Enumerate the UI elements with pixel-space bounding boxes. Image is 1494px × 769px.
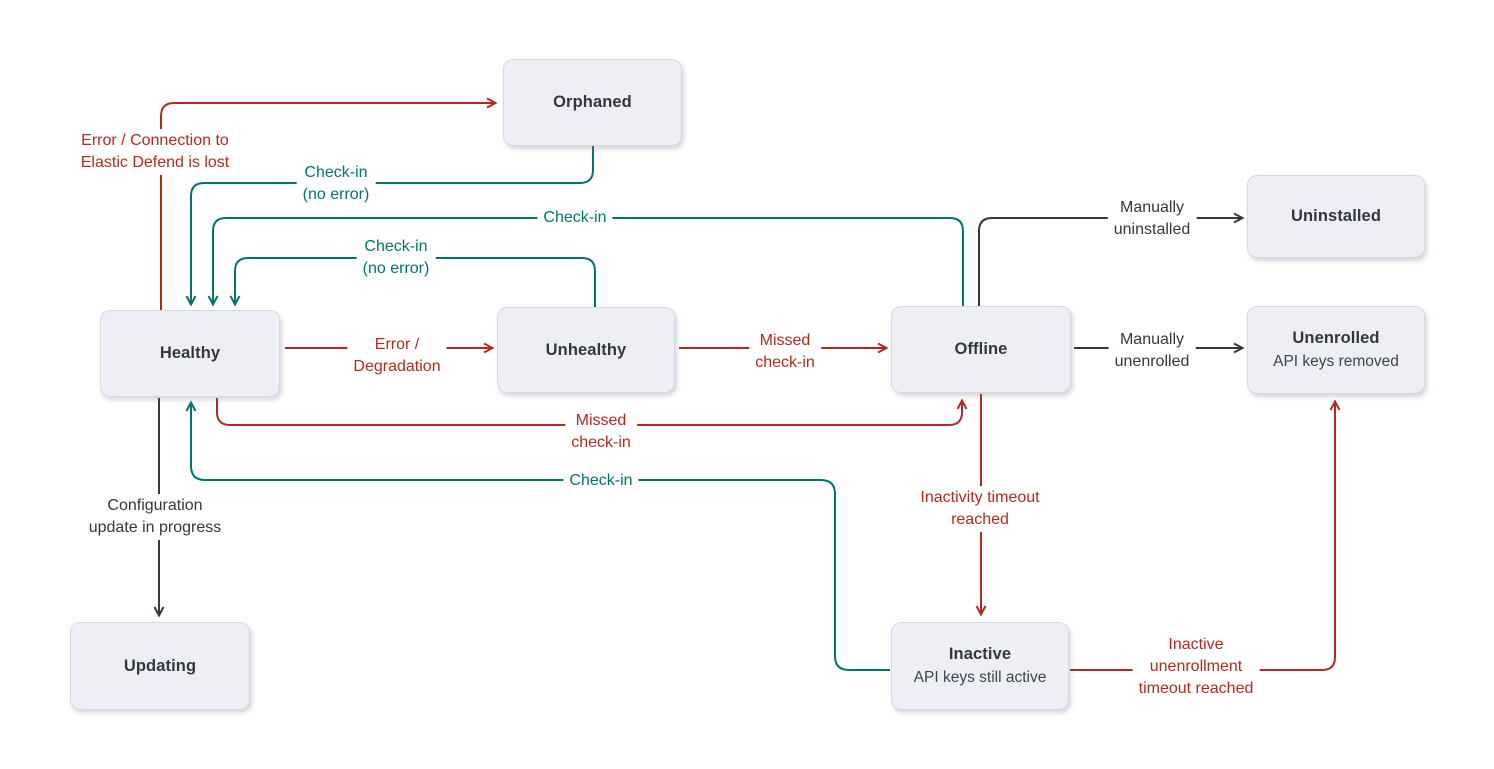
edge-inactive-to-unenrolled	[1070, 399, 1341, 671]
edge-offline-to-healthy	[207, 217, 964, 307]
edge-label-manually-uninstalled: Manually uninstalled	[1107, 196, 1197, 242]
node-inactive-label: Inactive	[948, 645, 1012, 663]
node-healthy-label: Healthy	[159, 344, 221, 362]
node-uninstalled-label: Uninstalled	[1290, 207, 1382, 225]
node-healthy: Healthy	[100, 310, 280, 397]
node-inactive: Inactive API keys still active	[891, 622, 1069, 710]
node-unhealthy: Unhealthy	[497, 307, 675, 393]
edge-label-inactivity-timeout: Inactivity timeout reached	[914, 486, 1046, 532]
node-updating: Updating	[70, 622, 250, 710]
edge-label-checkin-offline: Check-in	[537, 206, 613, 230]
edge-label-inactive-unenrollment: Inactive unenrollment timeout reached	[1132, 633, 1260, 701]
edge-label-error-degradation: Error / Degradation	[347, 333, 447, 379]
node-offline: Offline	[891, 306, 1071, 393]
edge-healthy-to-orphaned	[160, 97, 498, 310]
node-unenrolled: Unenrolled API keys removed	[1247, 306, 1425, 394]
node-unenrolled-label: Unenrolled	[1292, 329, 1380, 347]
edge-label-error-connection: Error / Connection to Elastic Defend is …	[74, 129, 236, 175]
edge-orphaned-to-healthy	[185, 146, 594, 307]
edge-label-checkin-unhealthy: Check-in (no error)	[356, 235, 436, 281]
node-offline-label: Offline	[954, 340, 1008, 358]
edge-label-checkin-orphaned: Check-in (no error)	[296, 161, 376, 207]
node-orphaned: Orphaned	[503, 59, 682, 146]
node-unhealthy-label: Unhealthy	[545, 340, 627, 359]
node-uninstalled: Uninstalled	[1247, 175, 1425, 258]
edge-label-manually-unenrolled: Manually unenrolled	[1108, 328, 1196, 374]
edge-label-checkin-inactive: Check-in	[563, 469, 639, 493]
node-updating-label: Updating	[123, 656, 197, 675]
node-inactive-sublabel: API keys still active	[913, 669, 1047, 686]
edge-label-missed-checkin-top: Missed check-in	[749, 329, 821, 375]
edge-offline-to-uninstalled	[978, 212, 1245, 306]
edge-label-configuration-update: Configuration update in progress	[82, 494, 228, 540]
node-unenrolled-sublabel: API keys removed	[1273, 353, 1399, 370]
edge-label-missed-checkin-bottom: Missed check-in	[565, 409, 637, 455]
edge-inactive-to-healthy	[185, 400, 890, 671]
node-orphaned-label: Orphaned	[553, 93, 632, 111]
